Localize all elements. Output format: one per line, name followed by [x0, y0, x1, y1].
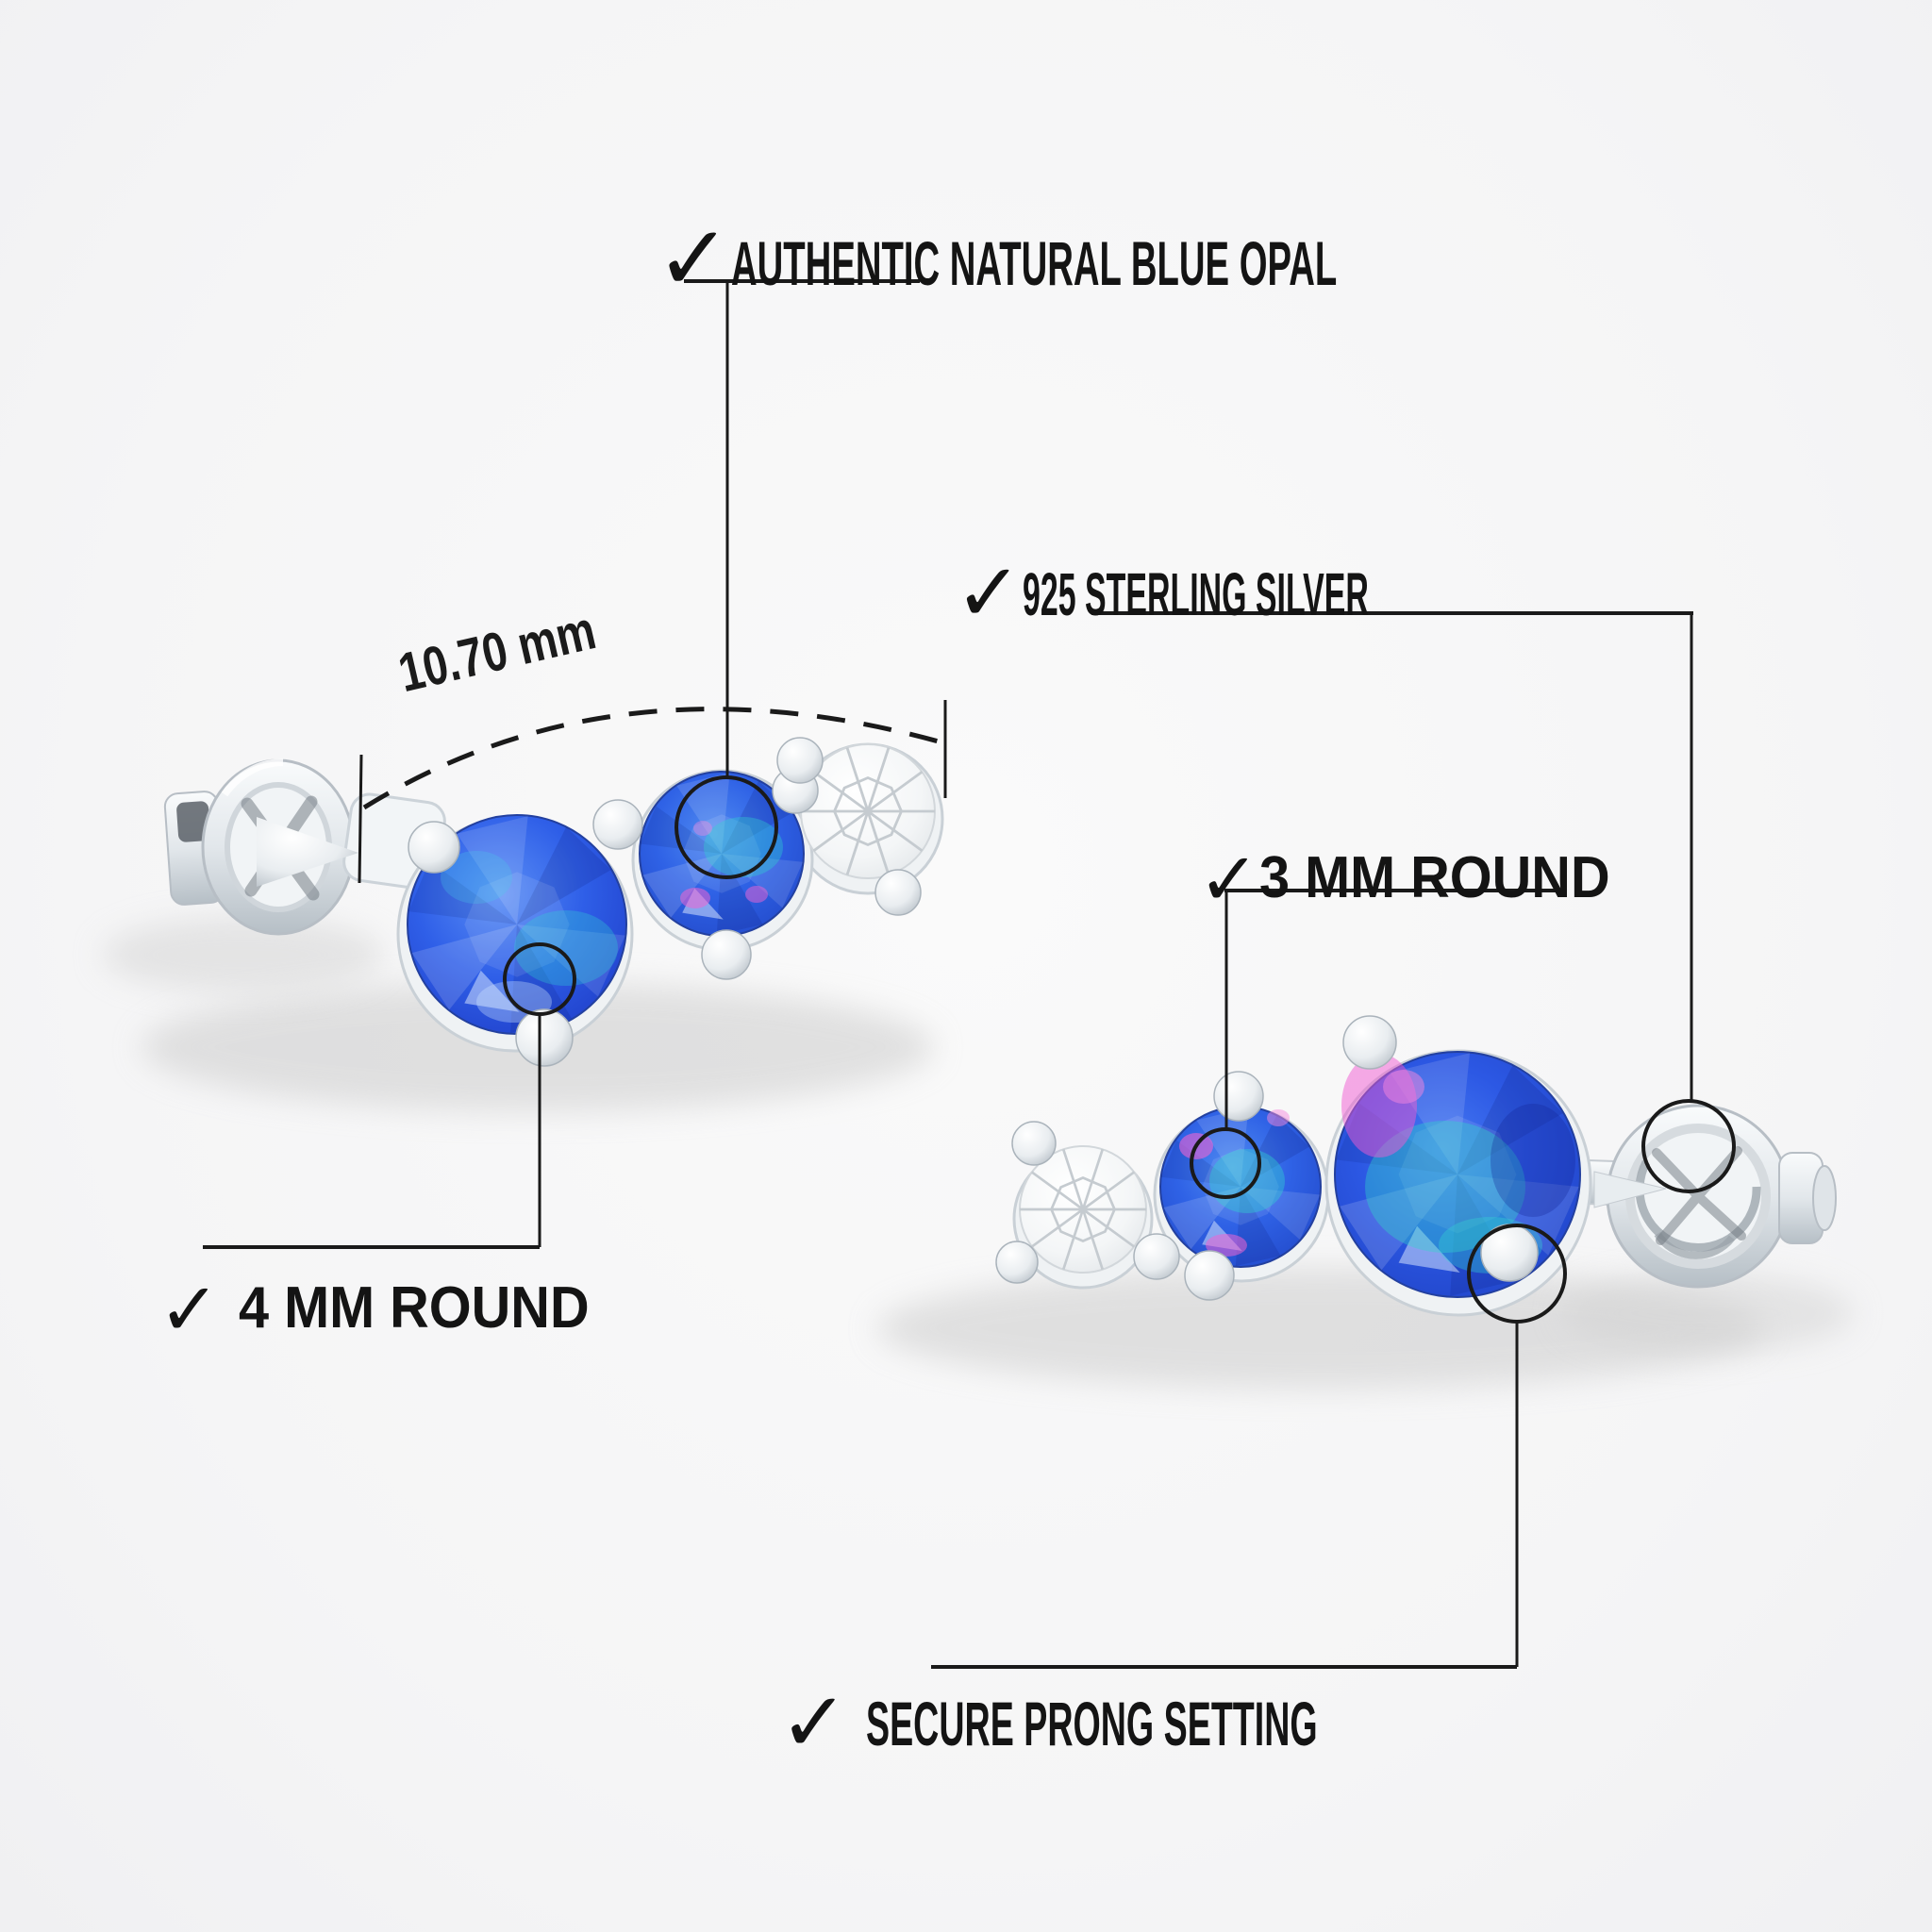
measurement-tick-left [358, 754, 363, 884]
check-icon: ✓ [1198, 838, 1260, 923]
prongs-left [408, 737, 922, 1067]
annotation-3mm-round: ✓3 MM ROUND [1198, 834, 1637, 917]
check-icon: ✓ [955, 546, 1024, 641]
opal-4mm-right [1334, 1051, 1581, 1298]
annotations [203, 279, 1736, 1669]
shadows [102, 917, 1854, 1389]
marker-silver [1641, 1099, 1736, 1193]
diamond-right [1018, 1145, 1148, 1274]
annotation-4mm-round: ✓4 MM ROUND [158, 1264, 616, 1347]
annotation-secure-prong: ✓SECURE PRONG SETTING [779, 1672, 1658, 1764]
annotation-authentic-text: AUTHENTIC NATURAL BLUE OPAL [731, 228, 1338, 298]
check-icon: ✓ [158, 1268, 221, 1353]
marker-authentic [675, 775, 778, 879]
annotation-authentic: ✓AUTHENTIC NATURAL BLUE OPAL [656, 204, 1776, 304]
check-icon: ✓ [656, 206, 732, 311]
annotation-silver: ✓925 STERLING SILVER [955, 543, 1675, 634]
opal-4mm-left [407, 814, 627, 1035]
post-tip-right [1593, 1171, 1667, 1208]
annotation-4mm-round-text: 4 MM ROUND [239, 1275, 590, 1341]
post-tip-left [257, 817, 358, 887]
measurement-arc [362, 707, 946, 810]
earring-left [163, 737, 944, 1067]
earring-right [995, 1015, 1837, 1317]
check-icon: ✓ [779, 1674, 849, 1771]
marker-round3 [1190, 1127, 1261, 1199]
annotation-3mm-round-text: 3 MM ROUND [1259, 845, 1610, 910]
annotation-secure-prong-text: SECURE PRONG SETTING [865, 1689, 1318, 1758]
opal-3mm-right [1159, 1106, 1322, 1268]
post-end-right [1778, 1152, 1837, 1244]
annotation-silver-text: 925 STERLING SILVER [1023, 560, 1369, 628]
